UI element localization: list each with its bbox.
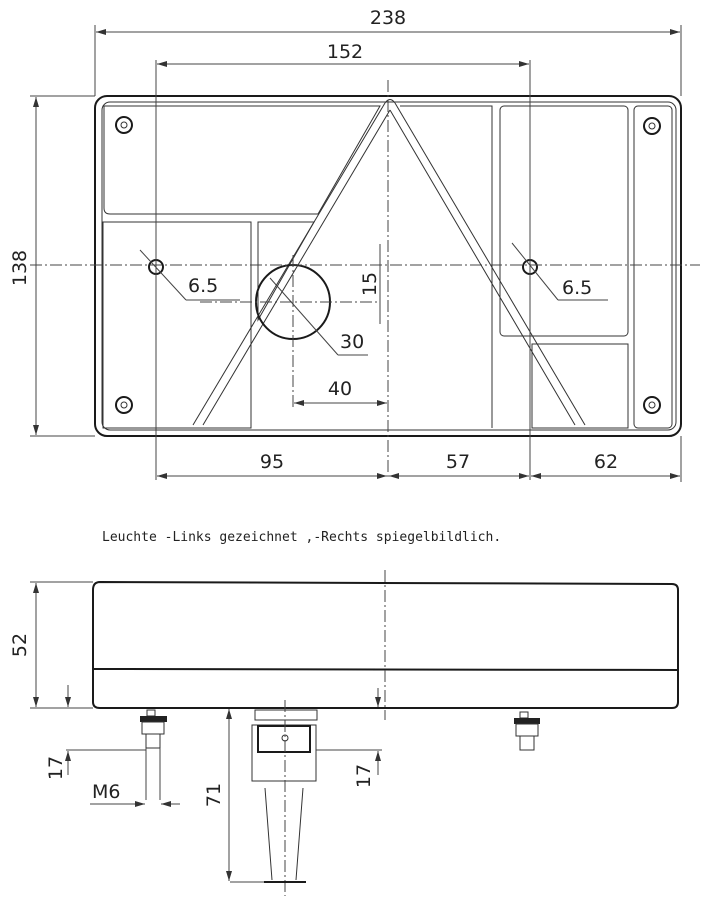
dim-cable-horizontal: 40 bbox=[328, 378, 352, 400]
dim-overall-width: 238 bbox=[370, 7, 406, 29]
right-upper-chamber bbox=[499, 105, 629, 337]
dim-overall-height: 138 bbox=[9, 250, 31, 286]
side-view: 52 17 M6 71 17 bbox=[9, 570, 679, 896]
dim-thread: M6 bbox=[92, 781, 120, 803]
dim-connector-offset: 17 bbox=[353, 764, 375, 788]
dim-bottom-middle: 57 bbox=[446, 451, 470, 473]
right-lower-chamber bbox=[531, 343, 629, 429]
screw-icon bbox=[115, 116, 661, 414]
dim-bottom-right: 62 bbox=[594, 451, 618, 473]
dim-right-hole: 6.5 bbox=[562, 277, 592, 299]
dim-depth: 52 bbox=[9, 633, 31, 657]
dim-cable-vertical: 15 bbox=[359, 272, 381, 296]
dim-connector-length: 71 bbox=[203, 783, 225, 807]
dim-cable-hole: 30 bbox=[340, 331, 364, 353]
dim-left-hole: 6.5 bbox=[188, 275, 218, 297]
dim-bottom-left: 95 bbox=[260, 451, 284, 473]
dim-stud-length: 17 bbox=[45, 756, 67, 780]
dim-mount-spacing: 152 bbox=[327, 41, 363, 63]
top-left-chamber bbox=[103, 105, 381, 215]
side-housing bbox=[92, 580, 679, 709]
left-lower-chamber bbox=[102, 221, 252, 429]
right-strip bbox=[633, 105, 673, 429]
drawing-note: Leuchte -Links gezeichnet ,-Rechts spieg… bbox=[102, 530, 501, 545]
front-view: 238 152 138 6.5 6.5 30 15 40 95 57 bbox=[9, 7, 700, 482]
